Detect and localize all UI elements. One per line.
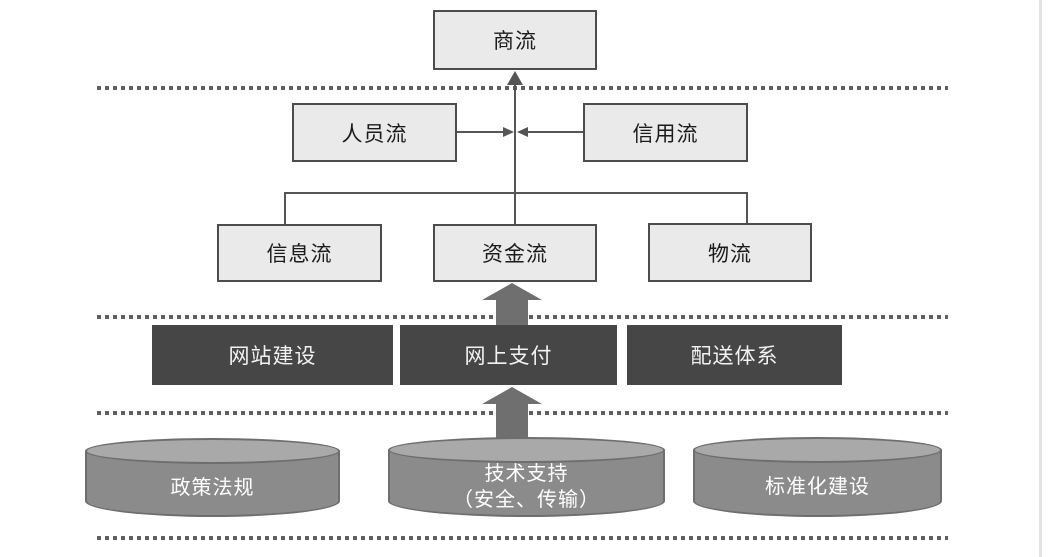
block-arrow-head-icon — [482, 387, 542, 404]
cylinder-policy-regulations: 政策法规 — [85, 438, 340, 517]
block-arrow-shaft — [496, 300, 528, 325]
arrowhead-up-to-business-flow-icon — [507, 71, 523, 85]
node-credit-flow-label: 信用流 — [632, 121, 699, 146]
node-distribution-system: 配送体系 — [627, 325, 842, 385]
node-online-payment-label: 网上支付 — [464, 344, 553, 368]
cylinder-technical-support: 技术支持 （安全、传输） — [388, 437, 665, 517]
node-website-construction-label: 网站建设 — [228, 344, 317, 368]
node-online-payment: 网上支付 — [400, 325, 617, 385]
node-logistics: 物流 — [648, 223, 812, 282]
node-personnel-flow: 人员流 — [292, 103, 457, 162]
block-arrow-head-icon — [482, 283, 542, 300]
connector-credit-to-center — [526, 131, 583, 133]
cylinder-label-line: 技术支持 — [484, 463, 569, 485]
cylinder-top-ellipse — [388, 437, 665, 463]
cylinder-top-ellipse — [85, 438, 340, 464]
block-arrow-support-to-payment-icon — [482, 387, 542, 439]
node-information-flow-label: 信息流 — [266, 242, 333, 266]
node-distribution-system-label: 配送体系 — [690, 344, 779, 368]
cylinder-standardization-label: 标准化建设 — [693, 461, 942, 513]
node-logistics-label: 物流 — [708, 241, 752, 266]
dotted-separator-top — [97, 86, 948, 90]
connector-center-vertical — [514, 84, 516, 224]
arrowhead-right-icon — [503, 127, 514, 137]
node-capital-flow-label: 资金流 — [482, 242, 548, 266]
node-business-flow: 商流 — [433, 10, 597, 70]
connector-personnel-to-center — [457, 131, 504, 133]
page-edge-line — [1039, 0, 1042, 557]
block-arrow-shaft — [496, 404, 528, 439]
cylinder-standardization: 标准化建设 — [693, 437, 942, 517]
dotted-separator-bottom — [97, 536, 948, 540]
cylinder-label-line: 标准化建设 — [765, 476, 870, 498]
connector-horizontal-branch — [284, 192, 747, 194]
node-business-flow-label: 商流 — [493, 29, 537, 53]
cylinder-label-line: （安全、传输） — [453, 489, 600, 511]
cylinder-label-line: 政策法规 — [170, 476, 255, 499]
block-arrow-payment-to-capital-icon — [482, 283, 542, 325]
node-website-construction: 网站建设 — [152, 325, 393, 385]
cylinder-policy-regulations-label: 政策法规 — [85, 462, 340, 513]
node-capital-flow: 资金流 — [433, 224, 597, 282]
arrowhead-left-icon — [517, 127, 528, 137]
connector-drop-logistics — [746, 192, 748, 223]
node-information-flow: 信息流 — [217, 224, 382, 282]
node-credit-flow: 信用流 — [583, 103, 748, 162]
cylinder-technical-support-label: 技术支持 （安全、传输） — [388, 461, 665, 513]
node-personnel-flow-label: 人员流 — [341, 121, 408, 146]
connector-drop-information-flow — [284, 192, 286, 224]
cylinder-top-ellipse — [693, 437, 942, 463]
